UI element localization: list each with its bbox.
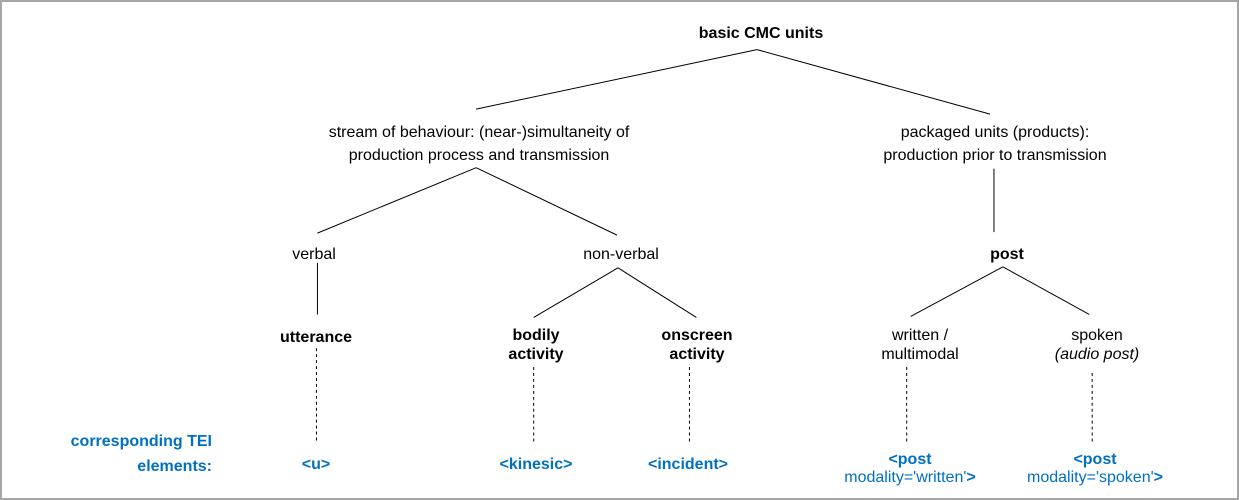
tei-post-spoken-close: > [1153,469,1163,486]
node-written-line2: multimodal [881,346,959,363]
node-stream-line1: stream of behaviour: (near-)simultaneity… [328,124,630,141]
node-onscreen-line1: onscreen [661,327,733,344]
edge-nonverbal-to-bodily [533,267,619,318]
node-basic-cmc-units: basic CMC units [698,25,824,42]
tei-post-written-open: <post [888,451,932,468]
tei-element-post-written: <post modality='written'> [844,451,976,487]
tei-post-spoken-attr: modality='spoken' [1027,469,1154,486]
edge-root-to-stream [476,49,757,110]
edge-post-to-spoken [1002,266,1090,315]
tei-post-spoken-open: <post [1073,451,1117,468]
tei-caption-line1: corresponding TEI [70,433,212,450]
spoken-audio-post-italic: audio post [1060,346,1134,363]
edge-root-to-packaged [756,49,991,115]
tei-post-spoken-attr-line: modality='spoken'> [1027,469,1163,487]
node-post: post [990,246,1024,263]
node-bodily-line2: activity [508,346,564,363]
edge-post-to-written [910,266,1004,317]
node-verbal: verbal [292,246,336,263]
edge-stream-to-verbal [317,167,477,234]
node-onscreen-line2: activity [669,346,725,363]
node-nonverbal: non-verbal [583,246,659,263]
edge-stream-to-nonverbal [475,167,618,236]
node-packaged-units: packaged units (products): production pr… [883,121,1106,167]
node-onscreen-activity: onscreen activity [661,326,732,364]
node-written-multimodal: written / multimodal [881,326,958,364]
node-stream-line2: production process and transmission [348,147,610,164]
tei-element-kinesic: <kinesic> [499,456,573,473]
tei-element-incident: <incident> [647,456,729,473]
node-bodily-activity: bodily activity [508,326,563,364]
node-spoken-line2: (audio post) [1055,345,1140,364]
tei-post-written-attr: modality='written' [844,469,967,486]
tei-post-written-close: > [966,469,976,486]
spoken-paren-close: ) [1133,346,1140,363]
node-spoken-audio-post: spoken (audio post) [1055,326,1140,364]
node-packaged-line1: packaged units (products): [900,124,1090,141]
node-bodily-line1: bodily [512,327,560,344]
tei-caption-line2: elements: [137,458,212,475]
tei-element-u: <u> [301,456,331,473]
node-written-line1: written / [891,327,949,344]
edge-nonverbal-to-onscreen [617,267,697,318]
node-utterance: utterance [279,329,353,346]
node-spoken-line1: spoken [1071,327,1123,344]
spoken-paren-open: ( [1054,346,1061,363]
tei-element-post-spoken: <post modality='spoken'> [1027,451,1163,487]
tei-post-written-attr-line: modality='written'> [844,469,976,487]
tei-elements-caption: corresponding TEI elements: [40,429,212,479]
node-stream-of-behaviour: stream of behaviour: (near-)simultaneity… [329,121,630,167]
node-packaged-line2: production prior to transmission [883,147,1107,164]
